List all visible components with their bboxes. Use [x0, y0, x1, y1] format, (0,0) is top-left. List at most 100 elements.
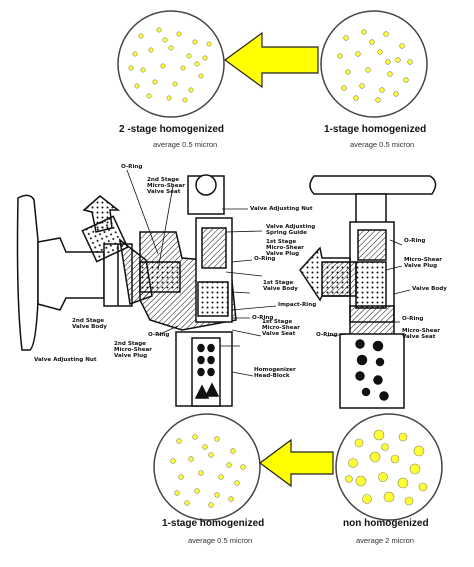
- droplet: [148, 47, 154, 53]
- label-valve-body-right: Valve Body: [412, 286, 447, 292]
- droplet: [214, 436, 220, 442]
- droplets-2-stage-top: [117, 10, 225, 118]
- droplet: [186, 53, 192, 59]
- label-valve-adjusting-nut-right: Valve Adjusting Nut: [250, 206, 313, 212]
- label-2nd-stage-body: 2nd Stage Valve Body: [72, 318, 107, 330]
- average-1-stage-bottom: average 0.5 micron: [188, 536, 253, 545]
- droplet: [393, 91, 399, 97]
- droplet: [194, 61, 200, 67]
- droplet: [341, 85, 347, 91]
- droplet: [208, 452, 214, 458]
- droplet: [166, 95, 172, 101]
- droplet: [418, 482, 428, 492]
- droplets-top-left: [128, 27, 212, 103]
- label-o-ring-lower: O-Ring: [252, 315, 274, 321]
- droplet: [379, 87, 385, 93]
- droplet: [361, 29, 367, 35]
- droplet: [365, 67, 371, 73]
- label-micro-shear-seat-right: Micro-Shear Valve Seat: [402, 328, 441, 340]
- arrow-bottom: [258, 438, 334, 488]
- droplet: [381, 443, 389, 451]
- droplet: [174, 490, 180, 496]
- droplet: [390, 454, 400, 464]
- label-o-ring-right-lower: O-Ring: [402, 316, 424, 322]
- droplet: [134, 83, 140, 89]
- droplet: [369, 451, 381, 463]
- droplet: [226, 462, 232, 468]
- label-o-ring-left: O-Ring: [148, 332, 170, 338]
- droplets-top-right: [337, 29, 413, 103]
- droplet: [128, 65, 134, 71]
- droplet: [413, 445, 425, 457]
- droplet: [152, 79, 158, 85]
- droplet: [184, 500, 190, 506]
- leader-lines: [126, 169, 411, 377]
- droplet: [404, 496, 414, 506]
- droplet: [373, 429, 385, 441]
- droplet: [387, 71, 393, 77]
- droplet: [348, 458, 358, 468]
- droplet: [192, 434, 198, 440]
- droplet: [180, 65, 186, 71]
- droplet: [218, 474, 224, 480]
- label-o-ring-mid: O-Ring: [254, 256, 276, 262]
- label-2nd-stage-seat: 2nd Stage Micro-Shear Valve Seat: [147, 177, 186, 195]
- droplet: [383, 491, 395, 503]
- droplets-bottom-left: [170, 434, 246, 508]
- droplet: [362, 494, 372, 504]
- droplet: [132, 51, 138, 57]
- droplet: [397, 477, 409, 489]
- droplet: [355, 475, 367, 487]
- droplet: [208, 502, 214, 508]
- droplet: [192, 39, 198, 45]
- droplet: [240, 464, 246, 470]
- droplet: [140, 67, 146, 73]
- droplet: [377, 49, 383, 55]
- droplet: [146, 93, 152, 99]
- left-valve: [16, 174, 237, 407]
- average-2-stage-top: average 0.5 micron: [153, 140, 218, 149]
- droplet: [403, 77, 409, 83]
- label-2nd-stage-plug: 2nd Stage Micro-Shear Valve Plug: [114, 341, 153, 359]
- label-spring-guide: Valve Adjusting Spring Guide: [266, 224, 316, 236]
- droplet: [202, 444, 208, 450]
- average-non-homogenized: average 2 micron: [356, 536, 414, 545]
- droplet: [176, 438, 182, 444]
- droplet: [160, 63, 166, 69]
- droplet: [214, 492, 220, 498]
- droplet: [407, 59, 413, 65]
- droplet: [162, 37, 168, 43]
- droplet: [383, 31, 389, 37]
- droplet: [188, 456, 194, 462]
- caption-non-homogenized: non homogenized: [343, 518, 429, 529]
- droplet: [230, 448, 236, 454]
- droplet: [172, 81, 178, 87]
- arrow-top: [223, 31, 319, 89]
- droplets-non-homogenized: [335, 413, 443, 521]
- droplet: [353, 95, 359, 101]
- droplet: [409, 463, 421, 475]
- droplet: [345, 69, 351, 75]
- droplet: [375, 97, 381, 103]
- droplet: [182, 97, 188, 103]
- droplet: [385, 59, 391, 65]
- caption-1-stage-bottom: 1-stage homogenized: [162, 518, 265, 529]
- droplet: [176, 31, 182, 37]
- droplet: [399, 43, 405, 49]
- caption-2-stage-top: 2 -stage homogenized: [119, 124, 225, 135]
- label-1st-stage-body: 1st Stage Valve Body: [263, 280, 298, 292]
- droplet: [194, 488, 200, 494]
- droplets-bottom-right: [345, 429, 428, 506]
- label-o-ring-right-top: O-Ring: [404, 238, 426, 244]
- droplet: [345, 475, 353, 483]
- droplet: [198, 470, 204, 476]
- label-1st-stage-seat: 1st Stage Micro-Shear Valve Seat: [262, 319, 301, 337]
- droplet: [395, 57, 401, 63]
- droplet: [337, 53, 343, 59]
- droplet: [369, 39, 375, 45]
- average-1-stage-top: average 0.5 micron: [350, 140, 415, 149]
- droplet: [202, 55, 208, 61]
- label-head-block: Homogenizer Head-Block: [254, 367, 296, 379]
- label-1st-stage-plug: 1st Stage Micro-Shear Valve Plug: [266, 239, 305, 257]
